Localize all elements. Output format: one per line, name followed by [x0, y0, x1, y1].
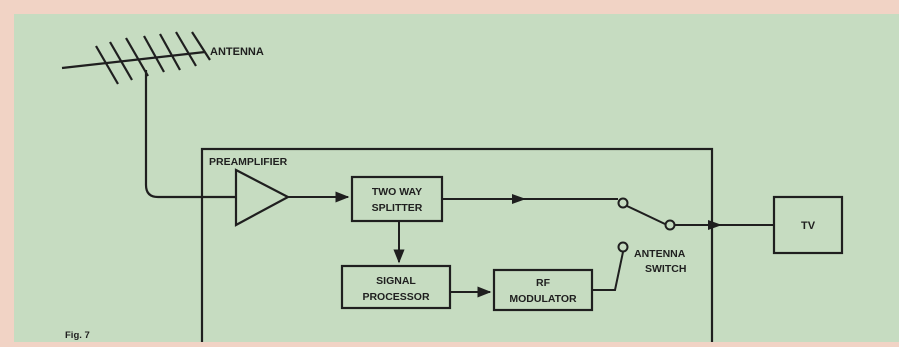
rf-modulator-box — [492, 268, 594, 312]
splitter-label-line2: SPLITTER — [372, 202, 423, 214]
processor-label-line1: SIGNAL — [376, 275, 416, 287]
splitter-label-line1: TWO WAY — [372, 186, 422, 198]
modulator-label-line1: RF — [536, 277, 551, 289]
preamplifier-label: PREAMPLIFIER — [209, 156, 288, 168]
preamplifier-triangle — [234, 168, 291, 227]
two-way-splitter-box — [350, 175, 444, 223]
antenna-label: ANTENNA — [210, 46, 264, 58]
line-modulator-to-switch — [592, 251, 624, 291]
figure-caption: Fig. 7 — [65, 330, 90, 341]
switch-terminal-modulator — [617, 241, 629, 253]
modulator-label-line2: MODULATOR — [509, 293, 577, 305]
converter-enclosure — [200, 147, 714, 347]
arrow-splitter-to-switch — [512, 194, 526, 204]
tv-box — [772, 195, 844, 255]
signal-processor-box — [340, 264, 452, 310]
antenna-switch — [617, 197, 676, 253]
switch-blade — [626, 205, 666, 225]
antenna-feed-line — [144, 70, 236, 199]
antenna-icon — [61, 31, 211, 85]
switch-label-line1: ANTENNA — [634, 248, 686, 260]
arrow-switch-to-tv — [708, 220, 722, 230]
switch-label-line2: SWITCH — [645, 263, 686, 275]
switch-terminal-antenna — [617, 197, 629, 209]
tv-label: TV — [801, 220, 816, 232]
processor-label-line2: PROCESSOR — [362, 291, 430, 303]
switch-common-terminal — [664, 219, 676, 231]
